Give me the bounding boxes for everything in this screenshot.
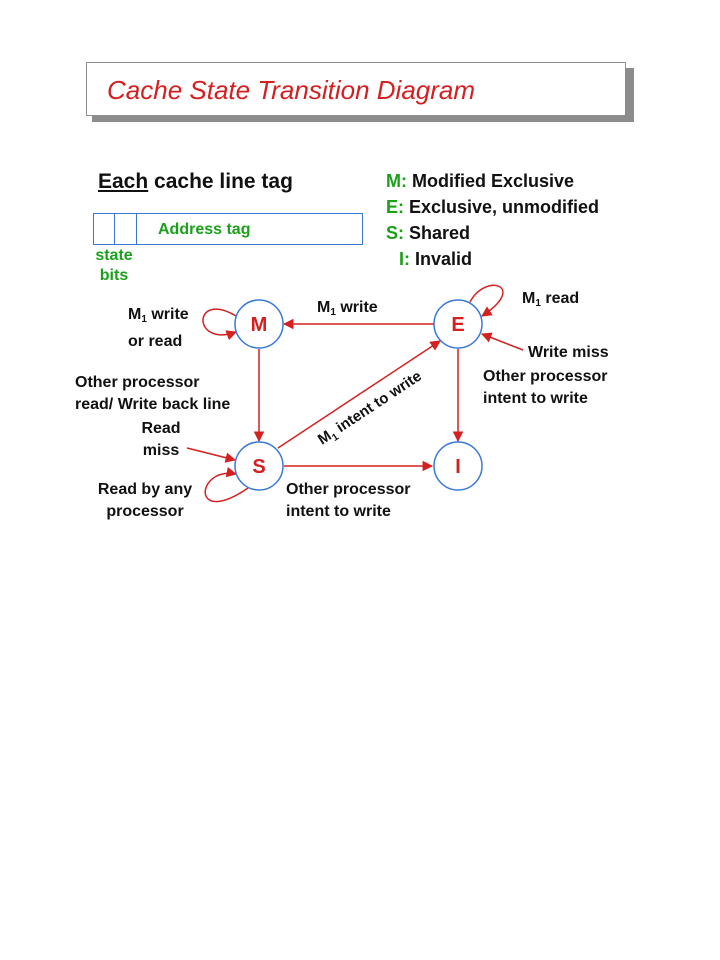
state-label-s: S (252, 456, 265, 478)
label-e-to-m-sub: 1 (330, 307, 336, 318)
legend-key-i: I: (399, 249, 410, 269)
state-bits-label-line-1: state (95, 247, 133, 264)
label-read-miss-line-2: miss (142, 442, 180, 459)
label-s-to-e-sub: 1 (330, 431, 341, 443)
label-m-to-s-line-1: Other processor (75, 374, 200, 391)
legend-key-m: M: (386, 171, 407, 191)
label-s-self-line-2: processor (106, 503, 184, 520)
arrow-s-to-e (277, 340, 441, 449)
state-bit-box-2 (114, 213, 137, 245)
tag-heading: Each cache line tag (98, 170, 293, 194)
state-node-i (433, 441, 483, 491)
label-e-self-m: M (522, 290, 536, 307)
label-m-self-m: M (128, 306, 142, 323)
label-read-miss-line-1: Read (141, 420, 181, 437)
label-m-to-s: Other processor read/ Write back line (75, 372, 230, 416)
legend-text-s: Shared (404, 223, 471, 243)
address-tag-label: Address tag (158, 221, 251, 238)
label-e-to-i: Other processor intent to write (483, 366, 607, 410)
label-s-to-e-text: intent to write (330, 368, 425, 439)
legend-row-s: S: Shared (386, 220, 599, 246)
arrow-read-miss (186, 447, 237, 463)
state-label-m: M (251, 314, 268, 336)
label-s-to-e: M1 intent to write (315, 368, 427, 451)
label-read-miss: Read miss (126, 418, 196, 462)
legend-text-i: Invalid (410, 249, 473, 269)
page-title: Cache State Transition Diagram (107, 75, 476, 105)
label-s-to-i-line-2: intent to write (286, 503, 391, 520)
state-label-e: E (451, 314, 464, 336)
legend-key-s: S: (386, 223, 404, 243)
legend-key-e: E: (386, 197, 404, 217)
state-legend: M: Modified Exclusive E: Exclusive, unmo… (386, 168, 599, 272)
state-node-e (433, 299, 483, 349)
label-e-to-m-m: M (317, 299, 331, 316)
legend-row-i: I: Invalid (386, 246, 599, 272)
legend-row-e: E: Exclusive, unmodified (386, 194, 599, 220)
loop-m-self (202, 308, 237, 341)
label-s-to-i: Other processor intent to write (286, 479, 410, 523)
legend-text-m: Modified Exclusive (407, 171, 575, 191)
loop-s-self (204, 467, 249, 503)
label-m-self: M1 write or read (128, 304, 189, 353)
state-node-s (234, 441, 284, 491)
label-m-self-text: write (146, 306, 189, 323)
state-label-i: I (455, 456, 461, 478)
label-s-self: Read by any processor (80, 479, 210, 523)
state-bits-label: state bits (84, 246, 144, 286)
label-m-self-sub: 1 (141, 314, 147, 325)
label-e-self: M1 read (522, 288, 579, 315)
loop-e-self (469, 284, 504, 317)
label-write-miss: Write miss (528, 344, 609, 361)
label-m-to-s-line-2: read/ Write back line (75, 396, 231, 413)
label-s-to-i-line-1: Other processor (286, 481, 411, 498)
title-box: Cache State Transition Diagram (86, 62, 626, 116)
legend-text-e: Exclusive, unmodified (404, 197, 600, 217)
legend-row-m: M: Modified Exclusive (386, 168, 599, 194)
label-e-self-sub: 1 (535, 298, 541, 309)
state-bits-label-line-2: bits (99, 267, 129, 284)
label-m-self-line-1: M1 write (128, 304, 189, 331)
state-node-m (234, 299, 284, 349)
label-s-self-line-1: Read by any (97, 481, 193, 498)
label-e-to-i-line-1: Other processor (483, 368, 608, 385)
label-e-to-m: M1 write (317, 297, 378, 324)
label-e-self-text: read (540, 290, 580, 307)
heading-rest: cache line tag (148, 170, 293, 193)
label-m-self-line-2: or read (128, 333, 183, 350)
arrow-write-miss (481, 332, 524, 351)
label-e-to-m-text: write (335, 299, 378, 316)
label-e-to-i-line-2: intent to write (483, 390, 588, 407)
heading-emphasis: Each (98, 170, 149, 193)
